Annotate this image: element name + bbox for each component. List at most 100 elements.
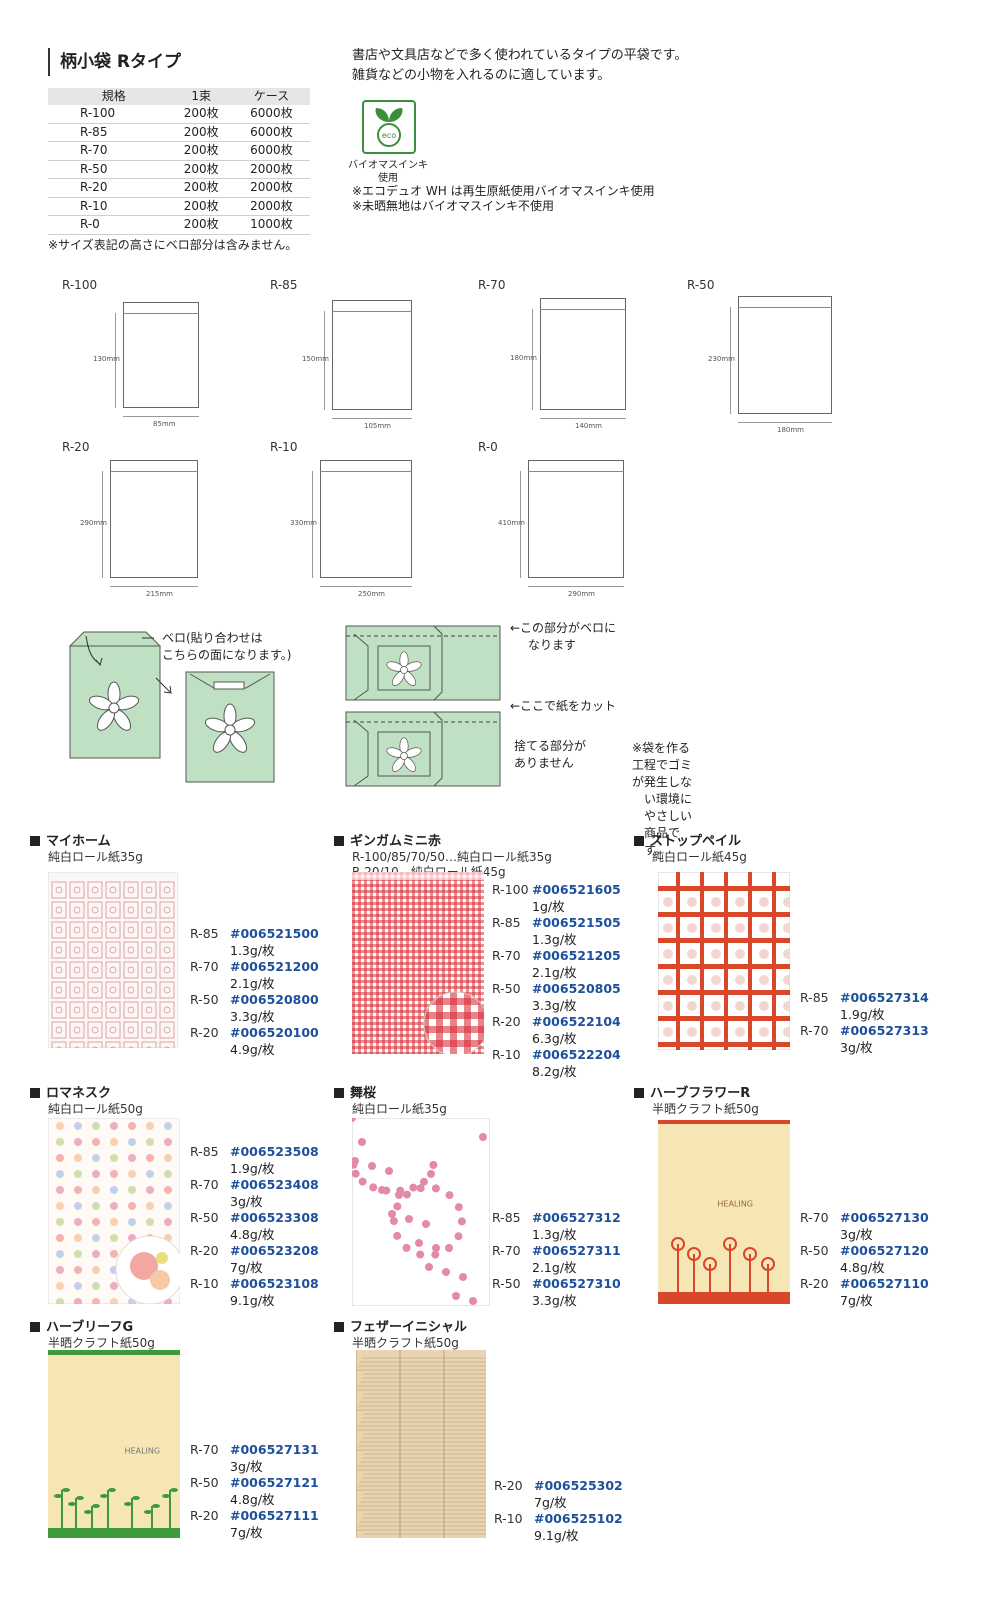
item-size: R-70 <box>190 1177 219 1192</box>
item-weight: 4.9g/枚 <box>230 1041 275 1057</box>
height-dimension: 290mm <box>80 519 107 527</box>
product-name-text: ハーブフラワーR <box>650 1086 751 1101</box>
item-weight: 3g/枚 <box>230 1458 263 1474</box>
item-size: R-85 <box>800 990 829 1005</box>
print-healing: HEALING <box>717 1199 753 1208</box>
size-label: R-50 <box>687 278 715 292</box>
envelope-flap-line <box>123 303 199 314</box>
item-weight: 6.3g/枚 <box>532 1030 577 1046</box>
product-name: 舞桜 <box>334 1082 376 1101</box>
item-code: #006527310 <box>532 1276 621 1291</box>
spec-cell: 200枚 <box>169 105 233 124</box>
eco-leaf-icon: eco <box>375 108 403 147</box>
item-weight: 4.8g/枚 <box>230 1491 275 1507</box>
height-dimension: 130mm <box>93 355 120 363</box>
biomass-ink-logo: eco <box>362 100 416 154</box>
item-weight: 7g/枚 <box>534 1494 567 1510</box>
spec-cell: 200枚 <box>169 141 233 161</box>
product-name: ハーブフラワーR <box>634 1082 750 1101</box>
height-dimension: 410mm <box>498 519 525 527</box>
item-code: #006527130 <box>840 1210 929 1225</box>
width-dimension: 180mm <box>775 426 806 434</box>
spec-cell: R-70 <box>48 141 170 161</box>
spec-cell: R-85 <box>48 123 170 142</box>
item-code: #006523308 <box>230 1210 319 1225</box>
height-dimension: 330mm <box>290 519 317 527</box>
envelope-outline <box>123 302 199 408</box>
product-image <box>48 872 178 1048</box>
item-code: #006527110 <box>840 1276 929 1291</box>
item-size: R-50 <box>190 1210 219 1225</box>
height-dimension: 180mm <box>510 354 537 362</box>
envelope-flap-line <box>110 461 198 472</box>
product-image <box>48 1118 180 1304</box>
item-code: #006522204 <box>532 1047 621 1062</box>
bag-pattern-image <box>352 872 484 1054</box>
bullet-square-icon <box>334 836 344 846</box>
item-weight: 8.2g/枚 <box>532 1063 577 1079</box>
product-paper: R-100/85/70/50…純白ロール紙35g <box>352 850 552 864</box>
item-size: R-20 <box>494 1478 523 1493</box>
item-weight: 1.3g/枚 <box>230 942 275 958</box>
envelope-flap-line <box>332 301 412 312</box>
item-size: R-20 <box>190 1508 219 1523</box>
item-weight: 4.8g/枚 <box>840 1259 885 1275</box>
width-dimension-line <box>123 416 199 417</box>
ink-note: ※エコデュオ WH は再生原紙使用バイオマスインキ使用 <box>352 184 655 198</box>
product-paper: 半晒クラフト紙50g <box>352 1336 459 1350</box>
item-code: #006527131 <box>230 1442 319 1457</box>
bullet-square-icon <box>334 1088 344 1098</box>
item-code: #006521605 <box>532 882 621 897</box>
height-dimension-line <box>115 313 116 408</box>
envelope-outline <box>320 460 412 578</box>
item-code: #006520805 <box>532 981 621 996</box>
svg-text:eco: eco <box>382 131 396 140</box>
item-size: R-50 <box>492 981 521 996</box>
height-dimension-line <box>324 311 325 410</box>
item-code: #006525102 <box>534 1511 623 1526</box>
print-healing: HEALING <box>125 1446 161 1455</box>
spec-cell: 2000枚 <box>232 178 310 198</box>
spec-cell: 200枚 <box>169 178 233 198</box>
item-code: #006527313 <box>840 1023 929 1038</box>
bag-pattern-image: HEALING <box>48 1350 180 1538</box>
biomass-label-line: バイオマスインキ <box>348 160 428 171</box>
item-code: #006527120 <box>840 1243 929 1258</box>
waste-line: 捨てる部分が <box>514 739 587 753</box>
product-name-text: ストップペイル <box>650 834 742 849</box>
item-weight: 3.3g/枚 <box>532 1292 577 1308</box>
construction-diagram: ベロ(貼り合わせは こちらの面になります。) ←この部分がベロに なります ←こ… <box>58 618 698 857</box>
envelope-outline <box>738 296 832 414</box>
item-code: #006527311 <box>532 1243 621 1258</box>
spec-cell: 200枚 <box>169 197 233 216</box>
intro-line: 書店や文具店などで多く使われているタイプの平袋です。 <box>352 48 688 63</box>
item-weight: 3g/枚 <box>230 1193 263 1209</box>
item-size: R-50 <box>800 1243 829 1258</box>
size-label: R-85 <box>270 278 298 292</box>
bullet-square-icon <box>30 1322 40 1332</box>
product-name: ストップペイル <box>634 830 741 849</box>
item-code: #006525302 <box>534 1478 623 1493</box>
product-image <box>352 872 484 1054</box>
product-image <box>352 1118 490 1306</box>
item-code: #006527111 <box>230 1508 319 1523</box>
size-label: R-70 <box>478 278 506 292</box>
product-paper: 純白ロール紙45g <box>652 850 747 864</box>
envelope-outline <box>110 460 198 578</box>
item-weight: 1.9g/枚 <box>230 1160 275 1176</box>
item-weight: 3.3g/枚 <box>230 1008 275 1024</box>
